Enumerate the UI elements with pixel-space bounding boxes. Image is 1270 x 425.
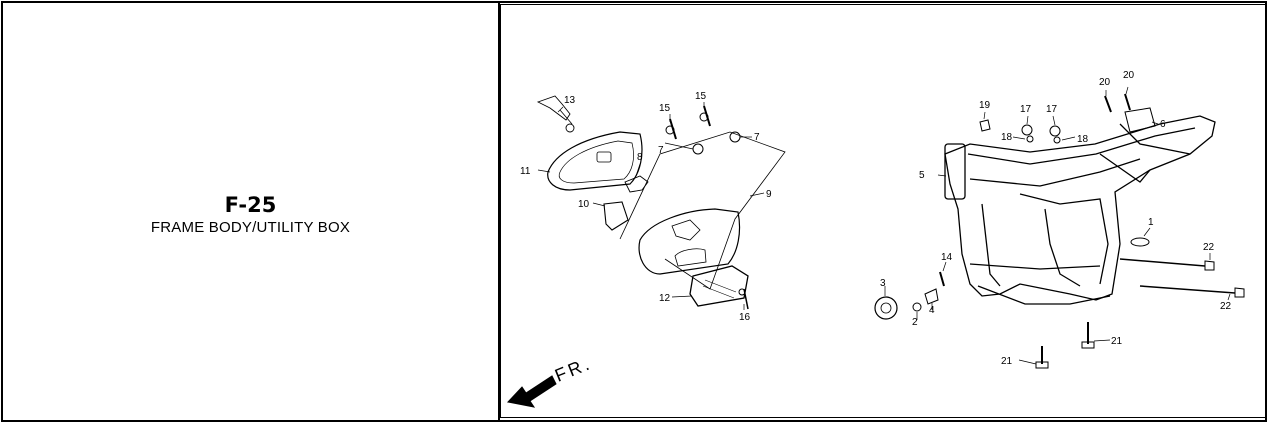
- utility-box-assembly: [536, 95, 786, 310]
- callout-9: 9: [766, 189, 772, 200]
- leader-lines: [537, 86, 1231, 365]
- callout-7-left: 7: [658, 145, 664, 156]
- callout-16: 16: [739, 312, 751, 323]
- callout-14: 14: [941, 252, 953, 263]
- callout-19: 19: [979, 100, 991, 111]
- callout-11: 11: [520, 166, 531, 177]
- callout-13: 13: [564, 95, 576, 106]
- callout-10: 10: [578, 199, 590, 210]
- figure-code: F-25: [224, 193, 277, 217]
- callout-15-left: 15: [659, 103, 671, 114]
- callout-20-right: 20: [1123, 70, 1135, 81]
- diagram-panel-border: [500, 4, 1265, 418]
- callout-5: 5: [919, 170, 925, 181]
- callout-17-right: 17: [1046, 104, 1058, 115]
- title-panel: F-25 FRAME BODY/UTILITY BOX: [3, 3, 498, 420]
- callout-12: 12: [659, 293, 671, 304]
- callout-3: 3: [880, 278, 886, 289]
- parts-diagram: 13 11 8 15 15 7 7 9 10 12 16 19 17 17 18…: [507, 70, 1245, 408]
- callout-21-right: 21: [1111, 336, 1123, 347]
- callout-2: 2: [912, 317, 918, 328]
- callout-17-left: 17: [1020, 104, 1032, 115]
- callout-22-upper: 22: [1203, 242, 1215, 253]
- front-direction-label: FR.: [552, 353, 595, 386]
- callout-20-left: 20: [1099, 77, 1111, 88]
- callout-labels: 13 11 8 15 15 7 7 9 10 12 16 19 17 17 18…: [520, 70, 1232, 386]
- callout-8: 8: [637, 152, 643, 163]
- callout-18-right: 18: [1077, 134, 1089, 145]
- callout-21-left: 21: [1001, 356, 1013, 367]
- callout-6: 6: [1160, 119, 1166, 130]
- frame-body-assembly: [874, 93, 1245, 369]
- callout-7-right: 7: [754, 132, 760, 143]
- callout-4: 4: [929, 305, 935, 316]
- callout-15-right: 15: [695, 91, 707, 102]
- callout-22-lower: 22: [1220, 301, 1232, 312]
- figure-title: FRAME BODY/UTILITY BOX: [150, 219, 351, 236]
- panel-divider: [498, 1, 500, 422]
- front-direction-arrow: [507, 375, 557, 408]
- callout-18-left: 18: [1001, 132, 1013, 143]
- callout-1: 1: [1148, 217, 1154, 228]
